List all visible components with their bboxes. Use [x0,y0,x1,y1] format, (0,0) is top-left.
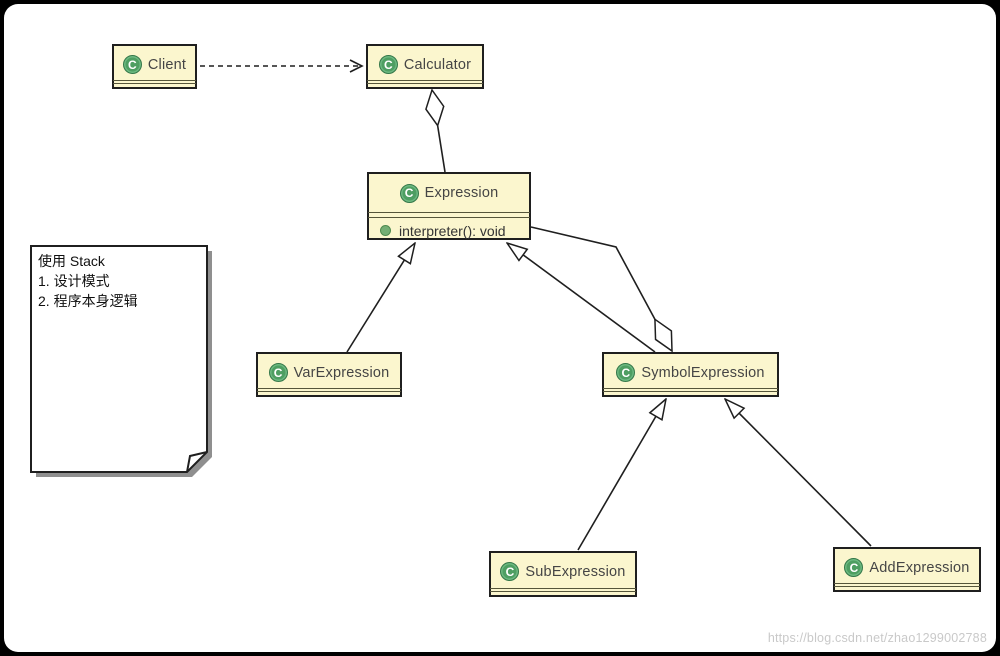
empty-compartments [113,77,196,84]
inheritance-symbolexpression-expression [507,243,656,353]
note-line: 1. 设计模式 [38,273,110,289]
class-title: C Expression [369,174,529,212]
inheritance-subexpression-symbolexpression [577,399,666,551]
class-title: C SymbolExpression [604,354,777,389]
empty-compartments [257,385,401,392]
note-body [30,245,208,473]
class-name: Client [147,56,187,73]
class-addexpression: C AddExpression [833,547,981,592]
class-name: VarExpression [293,364,390,381]
aggregation-calculator-expression [425,88,446,173]
public-method-icon [380,225,391,236]
method-row: interpreter(): void [369,218,529,239]
inheritance-varexpression-expression [346,243,415,353]
class-name: SymbolExpression [641,364,765,381]
class-title: C VarExpression [258,354,400,389]
compartment-separator [368,212,530,218]
note-text: 使用 Stack 1. 设计模式 2. 程序本身逻辑 [38,251,138,311]
class-icon: C [378,55,398,74]
class-client: C Client [112,44,197,89]
class-subexpression: C SubExpression [489,551,637,597]
note-line: 使用 Stack [38,253,105,269]
class-icon: C [399,183,419,203]
class-name: Calculator [403,56,472,73]
class-name: Expression [424,185,499,201]
class-symbolexpression: C SymbolExpression [602,352,779,397]
empty-compartments [603,385,778,392]
empty-compartments [490,585,636,592]
class-calculator: C Calculator [366,44,484,89]
empty-compartments [367,77,483,84]
watermark-url: https://blog.csdn.net/zhao1299002788 [767,631,987,645]
class-varexpression: C VarExpression [256,352,402,397]
class-icon: C [500,562,520,581]
note-line: 2. 程序本身逻辑 [38,293,138,309]
class-expression: C Expression interpreter(): void [367,172,531,240]
diagram-canvas: https://blog.csdn.net/zhao1299002788 [4,4,996,652]
class-title: C Calculator [368,46,482,81]
inheritance-addexpression-symbolexpression [725,399,872,547]
class-icon: C [268,363,288,382]
method-label: interpreter(): void [399,222,506,239]
class-icon: C [616,363,636,382]
class-icon: C [844,558,864,577]
class-title: C SubExpression [491,553,635,588]
class-name: AddExpression [869,559,970,576]
class-icon: C [122,55,142,74]
note-fold [186,451,208,473]
aggregation-symbolexpression-expression [530,226,673,353]
class-title: C Client [114,46,195,81]
class-name: SubExpression [525,563,626,580]
connector-layer [30,59,872,551]
class-title: C AddExpression [835,549,979,584]
empty-compartments [834,580,980,587]
